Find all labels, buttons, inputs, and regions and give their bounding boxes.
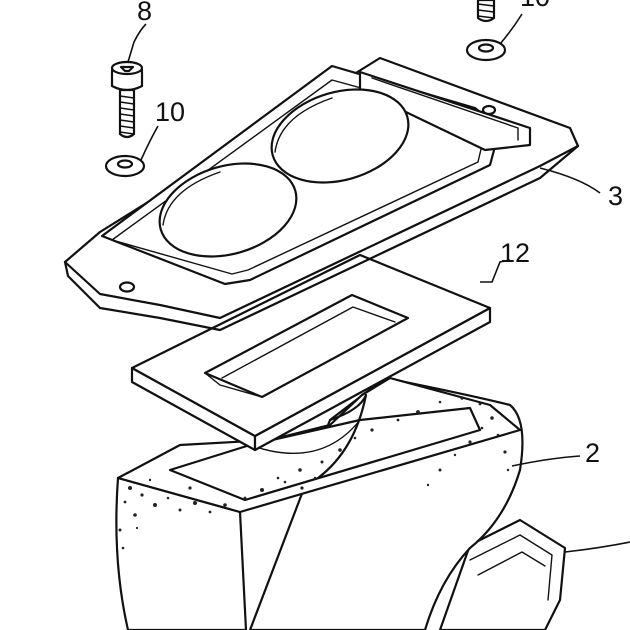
cover-plate — [63, 56, 580, 332]
callout-cover-plate: 3 — [608, 181, 623, 211]
callout-screw: 8 — [137, 0, 152, 26]
leader-lines — [127, 13, 630, 553]
leader-gasket — [480, 259, 511, 283]
leader-washer-right — [499, 13, 523, 45]
callout-gasket: 12 — [500, 238, 530, 268]
callout-washer-left: 10 — [155, 97, 185, 127]
callouts: 8 10 10 3 12 2 — [137, 0, 623, 468]
callout-housing: 2 — [585, 438, 600, 468]
housing — [115, 376, 524, 630]
callout-washer-right: 10 — [520, 0, 550, 12]
leader-housing — [511, 455, 581, 467]
screw — [110, 60, 144, 139]
leader-cover-plate — [539, 167, 601, 194]
leader-screw — [127, 23, 147, 63]
gasket — [130, 253, 492, 452]
leader-tray — [564, 541, 630, 553]
screw-right-partial — [476, 0, 496, 23]
housing-texture — [118, 396, 510, 550]
leader-washer-left — [140, 125, 159, 161]
washer-right — [465, 38, 507, 62]
washer-left — [104, 154, 146, 178]
